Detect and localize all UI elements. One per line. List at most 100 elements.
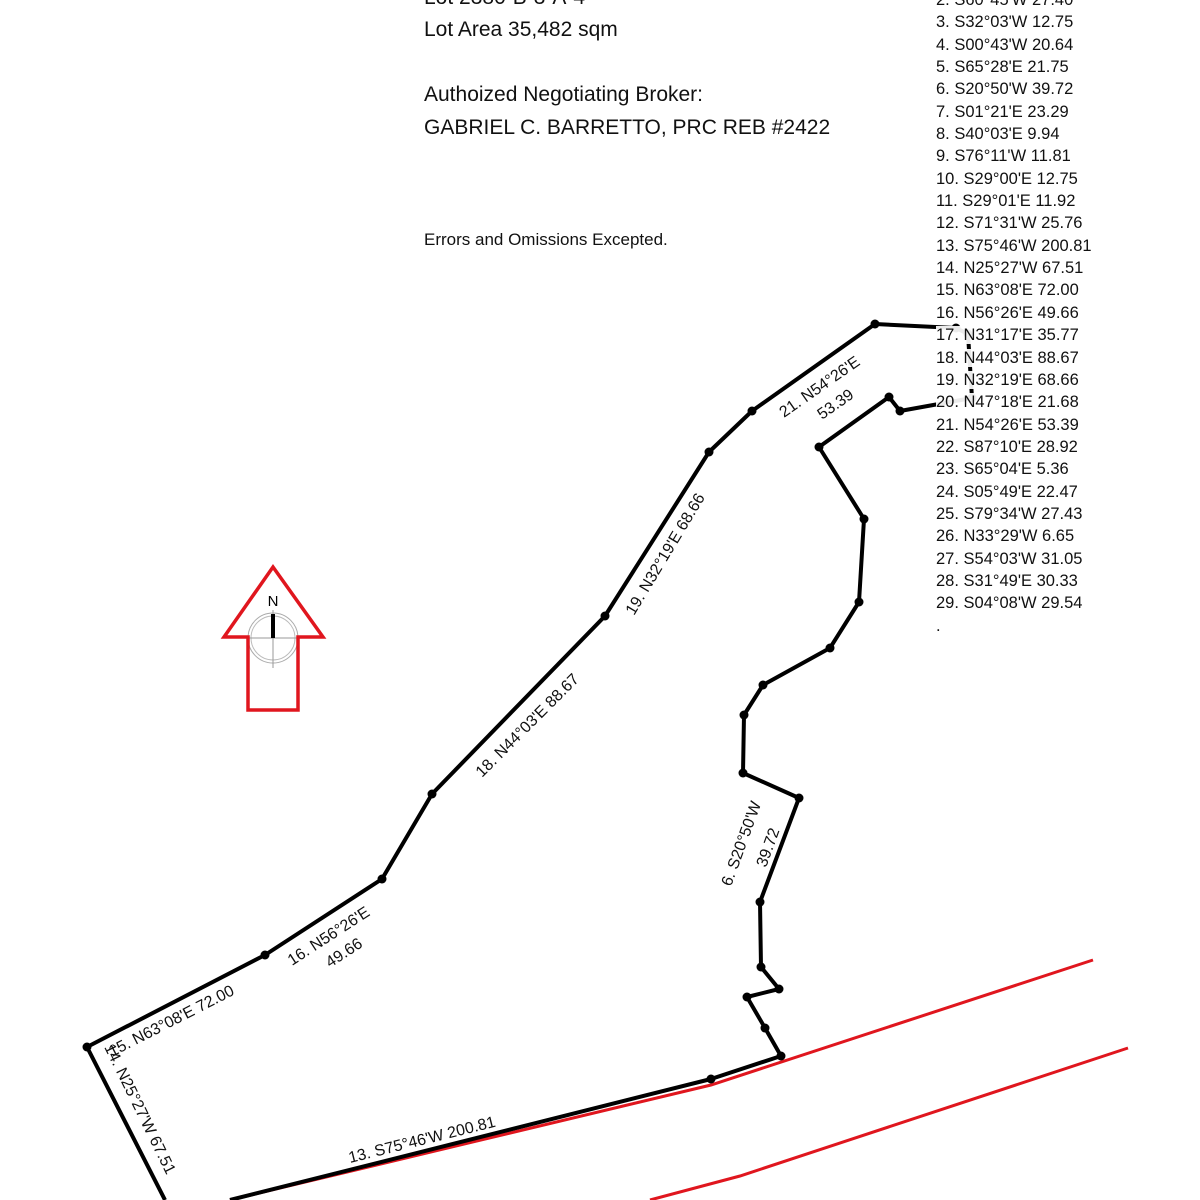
bearing-item: 24. S05°49'E 22.47 [936,482,1078,501]
bearing-item-row: 14. N25°27'W 67.51 [936,257,1092,279]
lot-number: Lot 2380-B-3-A-4 [424,0,585,10]
bearing-item-row: 13. S75°46'W 200.81 [936,235,1092,257]
bearing-item: 11. S29°01'E 11.92 [936,192,1076,211]
bearing-item-row: 7. S01°21'E 23.29 [936,101,1092,123]
bearing-item: 7. S01°21'E 23.29 [936,102,1069,121]
vertex-marker [706,1074,716,1084]
vertex-marker [859,514,869,524]
bearing-item: 28. S31°49'E 30.33 [936,571,1078,590]
edge-label-14: 14. N25°27'W 67.51 [100,1041,178,1177]
bearing-item-row: 6. S20°50'W 39.72 [936,78,1092,100]
bearing-item: 10. S29°00'E 12.75 [936,169,1078,188]
bearing-item-row: 16. N56°26'E 49.66 [936,302,1092,324]
vertex-marker [760,1023,770,1033]
bearing-item: 4. S00°43'W 20.64 [936,35,1074,54]
bearing-item: 18. N44°03'E 88.67 [936,348,1079,367]
bearing-item-row: 27. S54°03'W 31.05 [936,548,1092,570]
vertex-marker [260,950,270,960]
bearing-item: 3. S32°03'W 12.75 [936,13,1074,32]
bearing-item: . [936,616,941,635]
vertex-marker [814,442,824,452]
vertex-marker [739,710,749,720]
vertex-marker [776,1051,786,1061]
edge-label-18: 18. N44°03'E 88.67 [473,671,583,781]
vertex-marker [756,962,766,972]
vertex-marker [895,406,905,416]
bearing-item-row: 2. S60°45'W 27.40 [936,0,1092,11]
bearing-item-row: 28. S31°49'E 30.33 [936,570,1092,592]
vertex-marker [758,680,768,690]
bearing-item: 22. S87°10'E 28.92 [936,437,1078,456]
bearing-item: 27. S54°03'W 31.05 [936,549,1083,568]
bearing-item-row: 23. S65°04'E 5.36 [936,458,1092,480]
north-arrow: N [220,563,327,712]
bearing-item-row: 10. S29°00'E 12.75 [936,168,1092,190]
boundary-vertices [82,319,977,1084]
bearing-item-row: 3. S32°03'W 12.75 [936,11,1092,33]
lot-boundary [85,322,974,1200]
bearing-item-row: 5. S65°28'E 21.75 [936,56,1092,78]
bearing-item-row: 21. N54°26'E 53.39 [936,414,1092,436]
bearing-item: 14. N25°27'W 67.51 [936,259,1084,278]
bearing-item-row: 12. S71°31'W 25.76 [936,212,1092,234]
vertex-marker [704,447,714,457]
bearing-item-row: 11. S29°01'E 11.92 [936,190,1092,212]
edge-label-15: 15. N63°08'E 72.00 [106,983,237,1061]
bearing-item-row: 29. S04°08'W 29.54 [936,592,1092,614]
vertex-marker [755,897,765,907]
vertex-marker [794,793,804,803]
bearing-item: 2. S60°45'W 27.40 [936,0,1074,9]
bearing-item: 19. N32°19'E 68.66 [936,370,1079,389]
vertex-marker [600,611,610,621]
vertex-marker [884,392,894,402]
bearing-item-row: 19. N32°19'E 68.66 [936,369,1092,391]
lot-area: Lot Area 35,482 sqm [424,18,618,41]
broker-heading: Authoized Negotiating Broker: [424,83,703,106]
bearing-item-row: 22. S87°10'E 28.92 [936,436,1092,458]
bearing-list: 2. S60°45'W 27.40 3. S32°03'W 12.75 4. S00… [936,0,1092,637]
bearing-item-row: 17. N31°17'E 35.77 [936,324,1092,346]
bearing-item: 9. S76°11'W 11.81 [936,147,1071,166]
vertex-marker [738,768,748,778]
bearing-item-row: 25. S79°34'W 27.43 [936,503,1092,525]
bearing-item: 8. S40°03'E 9.94 [936,125,1060,144]
bearing-item: 21. N54°26'E 53.39 [936,415,1079,434]
bearing-item: 17. N31°17'E 35.77 [936,326,1079,345]
vertex-marker [747,406,757,416]
bearing-item-row: 15. N63°08'E 72.00 [936,279,1092,301]
broker-name: GABRIEL C. BARRETTO, PRC REB #2422 [424,116,831,139]
edge-label-6: 6. S20°50'W [719,798,766,888]
vertex-marker [82,1042,92,1052]
bearing-item: 5. S65°28'E 21.75 [936,58,1069,77]
vertex-marker [427,789,437,799]
vertex-marker [854,597,864,607]
north-label: N [268,593,279,610]
edge-label-19: 19. N32°19'E 68.66 [623,491,709,619]
bearing-item: 25. S79°34'W 27.43 [936,504,1083,523]
vertex-marker [870,319,880,329]
bearing-item: 13. S75°46'W 200.81 [936,236,1092,255]
bearing-item: 12. S71°31'W 25.76 [936,214,1083,233]
bearing-item-row: 8. S40°03'E 9.94 [936,123,1092,145]
bearing-item-row: 4. S00°43'W 20.64 [936,34,1092,56]
bearing-item: 16. N56°26'E 49.66 [936,303,1079,322]
bearing-item: 29. S04°08'W 29.54 [936,594,1083,613]
bearing-item-row: 18. N44°03'E 88.67 [936,347,1092,369]
vertex-marker [742,992,752,1002]
bearing-item: 20. N47°18'E 21.68 [936,393,1079,412]
bearing-item: 26. N33°29'W 6.65 [936,527,1075,546]
bearing-item-row: 9. S76°11'W 11.81 [936,145,1092,167]
bearing-item-row: 26. N33°29'W 6.65 [936,525,1092,547]
disclaimer: Errors and Omissions Excepted. [424,230,668,249]
bearing-item-row: . [936,615,1092,637]
vertex-marker [774,984,784,994]
bearing-item-row: 24. S05°49'E 22.47 [936,481,1092,503]
vertex-marker [825,643,835,653]
vertex-marker [377,874,387,884]
road-line-lower [649,1046,1129,1200]
bearing-item: 6. S20°50'W 39.72 [936,80,1074,99]
bearing-item: 15. N63°08'E 72.00 [936,281,1079,300]
bearing-item: 23. S65°04'E 5.36 [936,460,1069,479]
bearing-item-row: 20. N47°18'E 21.68 [936,391,1092,413]
